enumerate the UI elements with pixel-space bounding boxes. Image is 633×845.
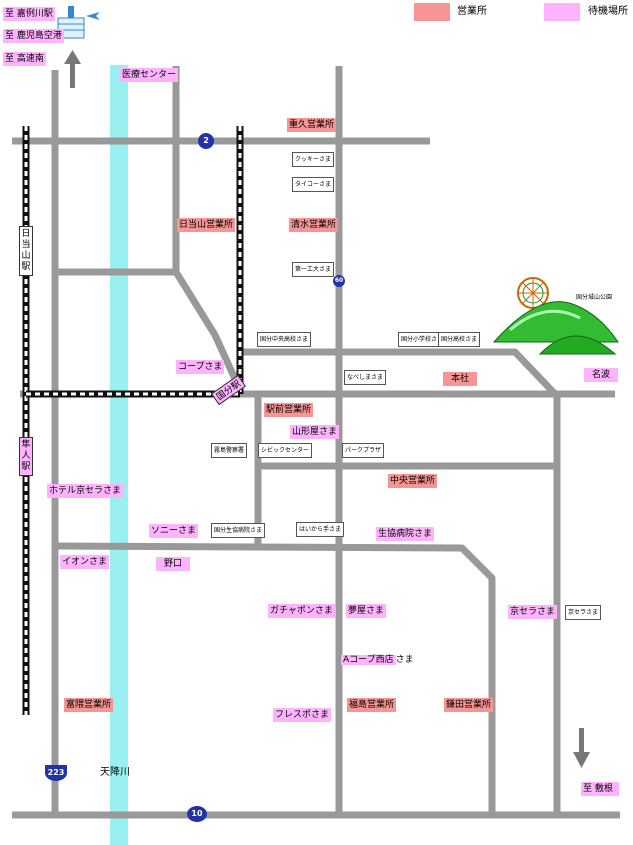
station-hinatayama: 日当山駅	[19, 226, 33, 276]
stop-gachapon: ガチャポンさま	[268, 604, 335, 618]
river	[110, 65, 128, 845]
office-honsha: 本社	[443, 372, 477, 386]
stop-medical: 医療センター	[120, 68, 179, 82]
north-arrow-icon	[64, 50, 81, 88]
legend-office-label: 営業所	[457, 6, 487, 17]
route-2-marker: 2	[198, 133, 214, 149]
railways	[22, 126, 244, 715]
direction-shikine: 至 敷根	[581, 782, 619, 796]
box-police: 霧島警察署	[211, 443, 248, 458]
box-cookie: クッキーさま	[292, 152, 335, 167]
box-kokubu-chu: 国分中央高校さま	[257, 332, 312, 347]
stop-coop: コープさま	[176, 360, 225, 374]
office-kamada: 鎌田営業所	[444, 698, 494, 712]
office-noguchi: 野口	[156, 557, 190, 571]
stop-yamakataya: 山形屋さま	[290, 425, 340, 439]
aco-sama-label: さま	[395, 655, 414, 665]
stop-yumeya: 夢屋さま	[346, 604, 387, 618]
box-kyocera: 京セラさま	[565, 605, 602, 620]
stop-aco-prefix: Aコープ西店さま	[341, 653, 414, 667]
stop-kyocera: 京セラさま	[508, 605, 558, 619]
stop-nanami: 名波	[584, 368, 618, 382]
route-10-marker: 10	[187, 806, 207, 822]
direction-expressway: 至 高速南	[3, 52, 46, 66]
box-daiichi: 第一工大さま	[292, 262, 335, 277]
south-arrow-icon	[573, 728, 590, 768]
box-kokubu-sho: 国分小学校さま	[398, 332, 447, 347]
box-nabeshima: なべしまさま	[344, 370, 387, 385]
legend-stop-label: 待機場所	[588, 6, 628, 17]
station-hayato: 隼人駅	[19, 437, 33, 476]
box-parkplaza: パークプラザ	[342, 443, 385, 458]
direction-airport: 至 鹿児島空港	[3, 29, 64, 43]
direction-kajiki: 至 嘉例川駅	[3, 7, 55, 21]
stop-fresupo: フレスポさま	[273, 708, 332, 722]
box-hamayuu: はいから手さま	[296, 522, 345, 537]
office-fukushima: 福島営業所	[347, 698, 397, 712]
box-taiko: タイコーさま	[292, 177, 335, 192]
stop-aeon: イオンさま	[60, 555, 110, 569]
river-name: 天降川	[100, 767, 130, 778]
stop-sony: ソニーさま	[149, 524, 199, 538]
office-shimizu: 清水営業所	[289, 218, 339, 232]
office-ekimae: 駅前営業所	[264, 403, 314, 417]
office-shigehisa: 重久営業所	[287, 118, 337, 132]
roads	[12, 66, 620, 819]
ferris-wheel-icon	[517, 277, 549, 309]
aco-nishiten-label: Aコープ西店	[341, 655, 396, 665]
stop-hotel-kyocera: ホテル京セラさま	[47, 484, 124, 498]
office-tomikuma: 富隈営業所	[64, 698, 114, 712]
office-hinatayama: 日当山営業所	[177, 218, 236, 232]
legend-stop-swatch	[544, 3, 580, 21]
box-hospital-kokubu: 国分生協病院さま	[211, 523, 266, 538]
route-223-marker: 223	[45, 765, 67, 781]
box-civic: シビックセンター	[258, 443, 313, 458]
office-chuo: 中央営業所	[388, 474, 438, 488]
park-name: 国分城山公園	[576, 294, 613, 301]
box-kokubu-ko: 国分高校さま	[438, 332, 481, 347]
route-60-marker: 60	[333, 275, 345, 287]
hills	[492, 301, 619, 355]
airport-tower-icon	[57, 6, 100, 39]
legend-office-swatch	[414, 3, 450, 21]
stop-seikyo: 生協病院さま	[376, 527, 435, 541]
